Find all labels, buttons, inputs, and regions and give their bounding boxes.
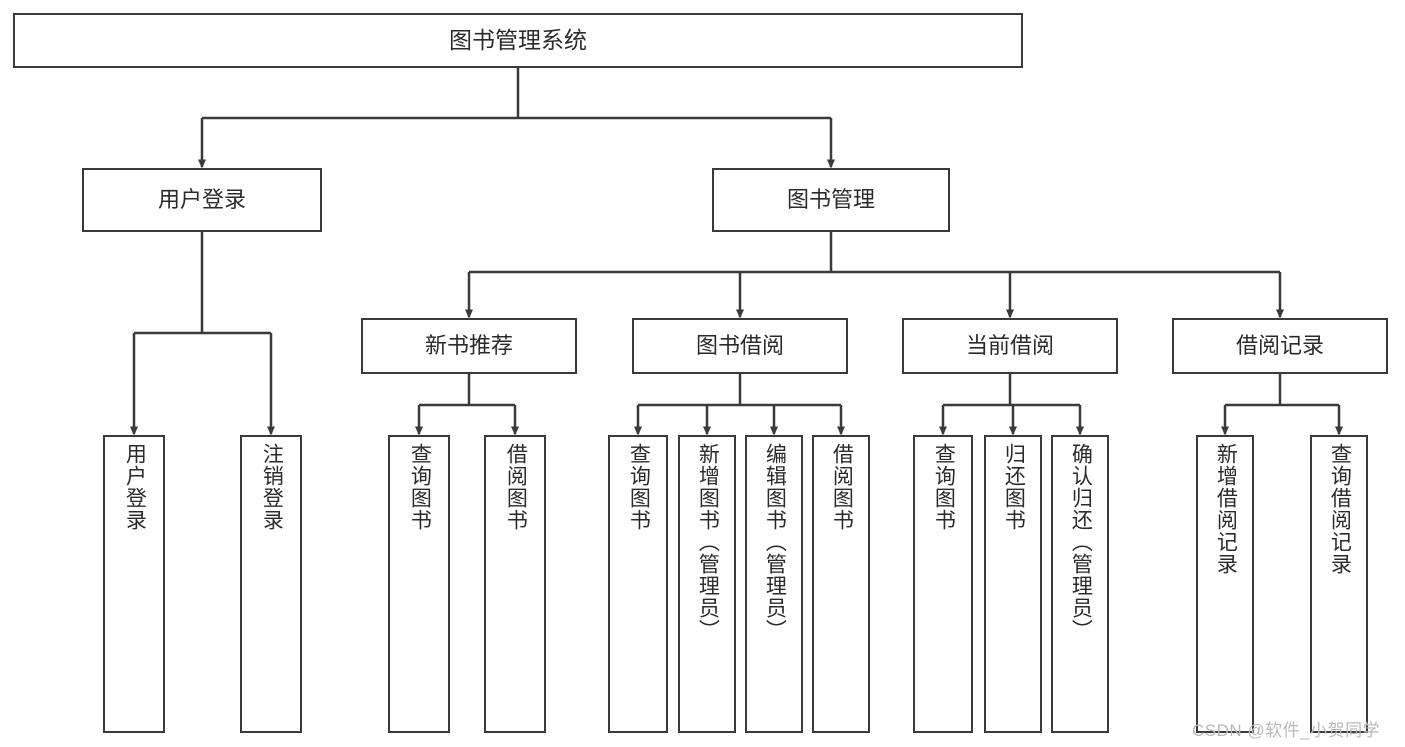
node-label-bb_query: 查询图书	[627, 443, 651, 531]
node-label-new_book_rec: 新书推荐	[424, 333, 513, 359]
node-label-bb_add: 新增图书（管理员）	[696, 443, 720, 641]
node-label-leaf_user_login: 用户登录	[123, 443, 147, 531]
node-leaf_user_login[interactable]: 用户登录	[103, 435, 165, 733]
node-label-current_borrow: 当前借阅	[965, 333, 1054, 359]
node-user_login[interactable]: 用户登录	[82, 168, 322, 232]
node-bb_add[interactable]: 新增图书（管理员）	[678, 435, 736, 733]
node-label-bb_borrow: 借阅图书	[830, 443, 854, 531]
node-bb_query[interactable]: 查询图书	[608, 435, 668, 733]
node-label-nbr_query: 查询图书	[408, 443, 432, 531]
node-root[interactable]: 图书管理系统	[13, 13, 1023, 68]
node-nbr_borrow[interactable]: 借阅图书	[484, 435, 546, 733]
node-label-borrow_record: 借阅记录	[1235, 333, 1324, 359]
node-nbr_query[interactable]: 查询图书	[388, 435, 450, 733]
node-new_book_rec[interactable]: 新书推荐	[361, 318, 577, 374]
node-label-book_borrow: 图书借阅	[695, 333, 784, 359]
node-cb_confirm[interactable]: 确认归还（管理员）	[1051, 435, 1109, 733]
edge-paths	[130, 68, 1343, 436]
node-label-cb_query: 查询图书	[932, 443, 956, 531]
node-label-cb_confirm: 确认归还（管理员）	[1069, 443, 1093, 641]
node-br_query[interactable]: 查询借阅记录	[1310, 435, 1368, 733]
node-bb_borrow[interactable]: 借阅图书	[812, 435, 870, 733]
node-label-bb_edit: 编辑图书（管理员）	[763, 443, 787, 641]
node-label-user_login: 用户登录	[157, 187, 246, 213]
node-br_add[interactable]: 新增借阅记录	[1196, 435, 1254, 733]
node-label-nbr_borrow: 借阅图书	[504, 443, 528, 531]
node-bb_edit[interactable]: 编辑图书（管理员）	[745, 435, 803, 733]
node-label-cb_return: 归还图书	[1002, 443, 1026, 531]
node-current_borrow[interactable]: 当前借阅	[902, 318, 1118, 374]
node-label-root: 图书管理系统	[449, 26, 587, 53]
watermark: CSDN @软件_小贺同学	[1192, 721, 1381, 740]
node-book_manage[interactable]: 图书管理	[712, 168, 950, 232]
node-label-br_query: 查询借阅记录	[1328, 443, 1352, 575]
node-cb_return[interactable]: 归还图书	[984, 435, 1042, 733]
node-borrow_record[interactable]: 借阅记录	[1172, 318, 1388, 374]
node-book_borrow[interactable]: 图书借阅	[632, 318, 848, 374]
node-label-br_add: 新增借阅记录	[1214, 443, 1238, 575]
node-leaf_logout[interactable]: 注销登录	[240, 435, 302, 733]
node-cb_query[interactable]: 查询图书	[913, 435, 973, 733]
node-label-book_manage: 图书管理	[786, 187, 875, 213]
node-label-leaf_logout: 注销登录	[260, 443, 284, 531]
